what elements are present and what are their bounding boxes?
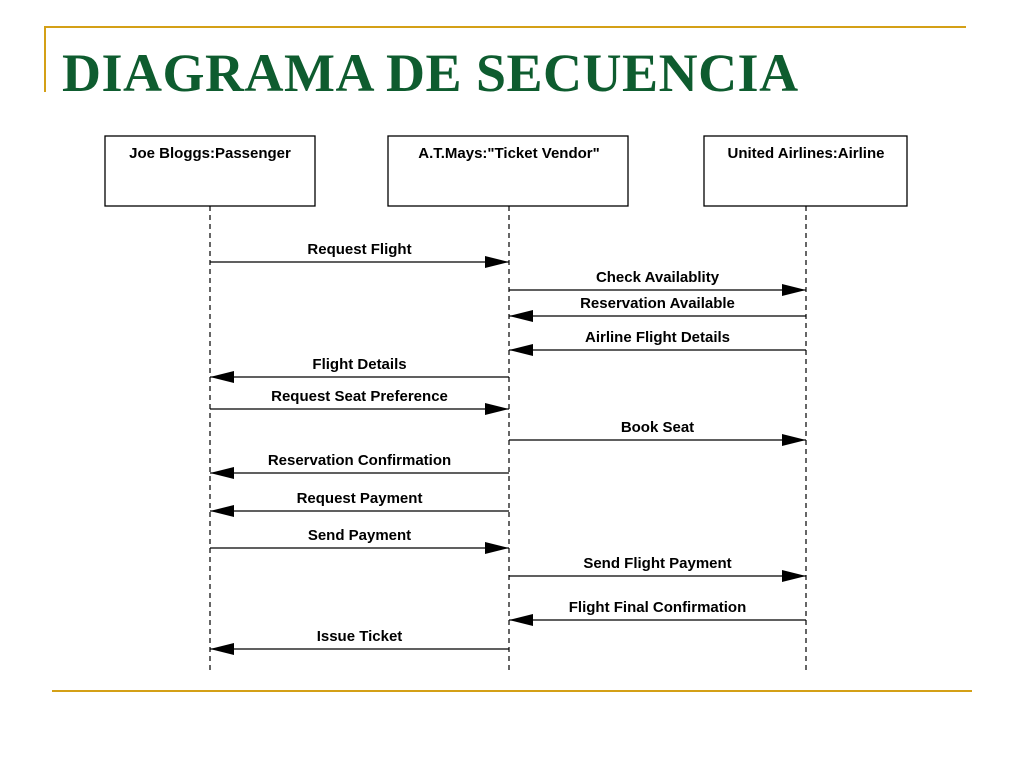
arrowhead-icon (782, 284, 806, 296)
participant-label: United Airlines:Airline (728, 145, 885, 162)
arrowhead-icon (485, 256, 509, 268)
message-label: Send Payment (308, 527, 411, 544)
arrowhead-icon (509, 344, 533, 356)
message: Check Availablity (509, 269, 806, 296)
message: Send Payment (210, 527, 509, 554)
arrowhead-icon (509, 614, 533, 626)
message-label: Request Flight (307, 241, 411, 258)
participant-label: A.T.Mays:"Ticket Vendor" (418, 145, 600, 162)
arrowhead-icon (782, 570, 806, 582)
message: Airline Flight Details (509, 329, 806, 356)
message: Book Seat (509, 419, 806, 446)
frame-top-rule (44, 26, 966, 28)
message: Send Flight Payment (509, 555, 806, 582)
arrowhead-icon (509, 310, 533, 322)
message: Reservation Available (509, 295, 806, 322)
arrowhead-icon (485, 403, 509, 415)
arrowhead-icon (210, 505, 234, 517)
participant-vendor: A.T.Mays:"Ticket Vendor" (387, 135, 629, 670)
arrowhead-icon (210, 467, 234, 479)
message: Request Seat Preference (210, 388, 509, 415)
message-label: Request Payment (297, 490, 423, 507)
message-label: Send Flight Payment (583, 555, 731, 572)
participant-airline: United Airlines:Airline (703, 135, 908, 670)
arrowhead-icon (782, 434, 806, 446)
message-label: Book Seat (621, 419, 694, 436)
message-label: Check Availablity (596, 269, 720, 286)
message: Issue Ticket (210, 628, 509, 655)
participant-box (703, 135, 908, 207)
participant-passenger: Joe Bloggs:Passenger (104, 135, 316, 670)
message: Request Payment (210, 490, 509, 517)
arrowhead-icon (210, 643, 234, 655)
message-label: Issue Ticket (317, 628, 403, 645)
arrowhead-icon (210, 371, 234, 383)
arrowhead-icon (485, 542, 509, 554)
frame-left-rule (44, 26, 46, 92)
message: Reservation Confirmation (210, 452, 509, 479)
message-label: Reservation Confirmation (268, 452, 451, 469)
message-label: Flight Details (312, 356, 406, 373)
slide-title: DIAGRAMA DE SECUENCIA (62, 43, 799, 103)
participant-box (104, 135, 316, 207)
message-label: Reservation Available (580, 295, 735, 312)
message-label: Request Seat Preference (271, 388, 448, 405)
frame-bottom-rule (52, 690, 972, 692)
message-label: Flight Final Confirmation (569, 599, 746, 616)
message-label: Airline Flight Details (585, 329, 730, 346)
message: Flight Final Confirmation (509, 599, 806, 626)
participant-label: Joe Bloggs:Passenger (129, 145, 291, 162)
message: Request Flight (210, 241, 509, 268)
participant-box (387, 135, 629, 207)
message: Flight Details (210, 356, 509, 383)
